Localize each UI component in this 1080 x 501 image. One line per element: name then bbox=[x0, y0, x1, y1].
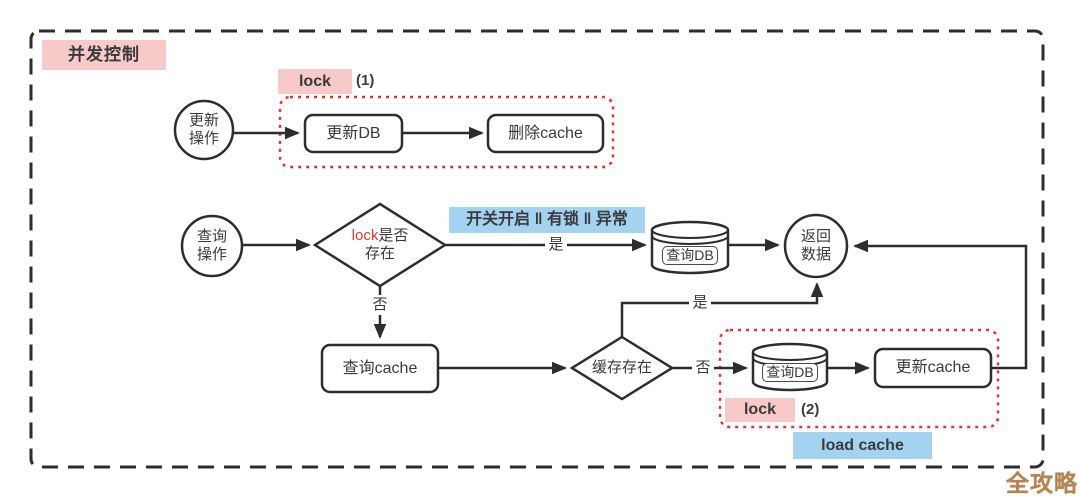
update-cache-box bbox=[873, 347, 993, 389]
query-db-label-wrap: 查询DB bbox=[652, 244, 728, 266]
query-cache-box bbox=[320, 343, 440, 394]
lock2-number: (2) bbox=[801, 400, 820, 418]
lock1-dotted-frame bbox=[278, 95, 615, 169]
query-db-cylinder-arc bbox=[651, 229, 729, 239]
arrow-cache-decision-yes-to-return-data bbox=[620, 281, 824, 337]
query-db-label: 查询DB bbox=[662, 245, 718, 265]
update-cache-label: 更新cache bbox=[895, 359, 971, 377]
update-op-label: 更新 操作 bbox=[188, 111, 219, 147]
lock-decision-diamond bbox=[312, 202, 448, 288]
delete-cache-label: 删除cache bbox=[508, 124, 583, 142]
condition-note-badge: 开关开启 ‖ 有锁 ‖ 异常 bbox=[449, 207, 645, 233]
no-label-2: 否 bbox=[692, 358, 714, 378]
query-cache-label: 查询cache bbox=[342, 359, 418, 377]
yes-label-1: 是 bbox=[545, 235, 567, 255]
watermark: 全攻略 bbox=[1006, 469, 1078, 496]
lock-word-red: lock bbox=[351, 226, 379, 244]
update-op-circle bbox=[173, 99, 235, 161]
outer-dashed-border bbox=[29, 29, 1045, 469]
return-data-circle bbox=[783, 213, 849, 279]
update-db-box bbox=[303, 113, 404, 154]
update-db-label: 更新DB bbox=[326, 124, 381, 142]
diagram-title: 并发控制 bbox=[42, 40, 166, 70]
lock2-badge: lock bbox=[725, 398, 795, 422]
lock1-badge: lock bbox=[278, 69, 352, 94]
cache-decision-label: 缓存存在 bbox=[591, 358, 652, 376]
query-db-cylinder-arc bbox=[651, 235, 729, 245]
query-db2-label: 查询DB bbox=[762, 362, 818, 382]
cache-decision-diamond bbox=[569, 335, 675, 401]
query-op-label: 查询 操作 bbox=[196, 227, 227, 263]
no-label-1: 否 bbox=[368, 295, 392, 315]
lock2-dotted-frame bbox=[718, 328, 1000, 429]
delete-cache-box bbox=[486, 113, 605, 154]
query-db2-label-wrap: 查询DB bbox=[753, 362, 827, 382]
query-op-circle bbox=[180, 214, 244, 278]
return-data-label: 返回 数据 bbox=[800, 227, 831, 263]
arrow-update-cache-to-return-data bbox=[852, 239, 1028, 370]
load-cache-badge: load cache bbox=[793, 432, 932, 459]
lock1-number: (1) bbox=[356, 72, 375, 90]
yes-label-2: 是 bbox=[689, 293, 711, 313]
query-db2-cylinder-arc bbox=[752, 351, 828, 361]
lock-decision-label: lock是否 存在 bbox=[351, 226, 409, 262]
